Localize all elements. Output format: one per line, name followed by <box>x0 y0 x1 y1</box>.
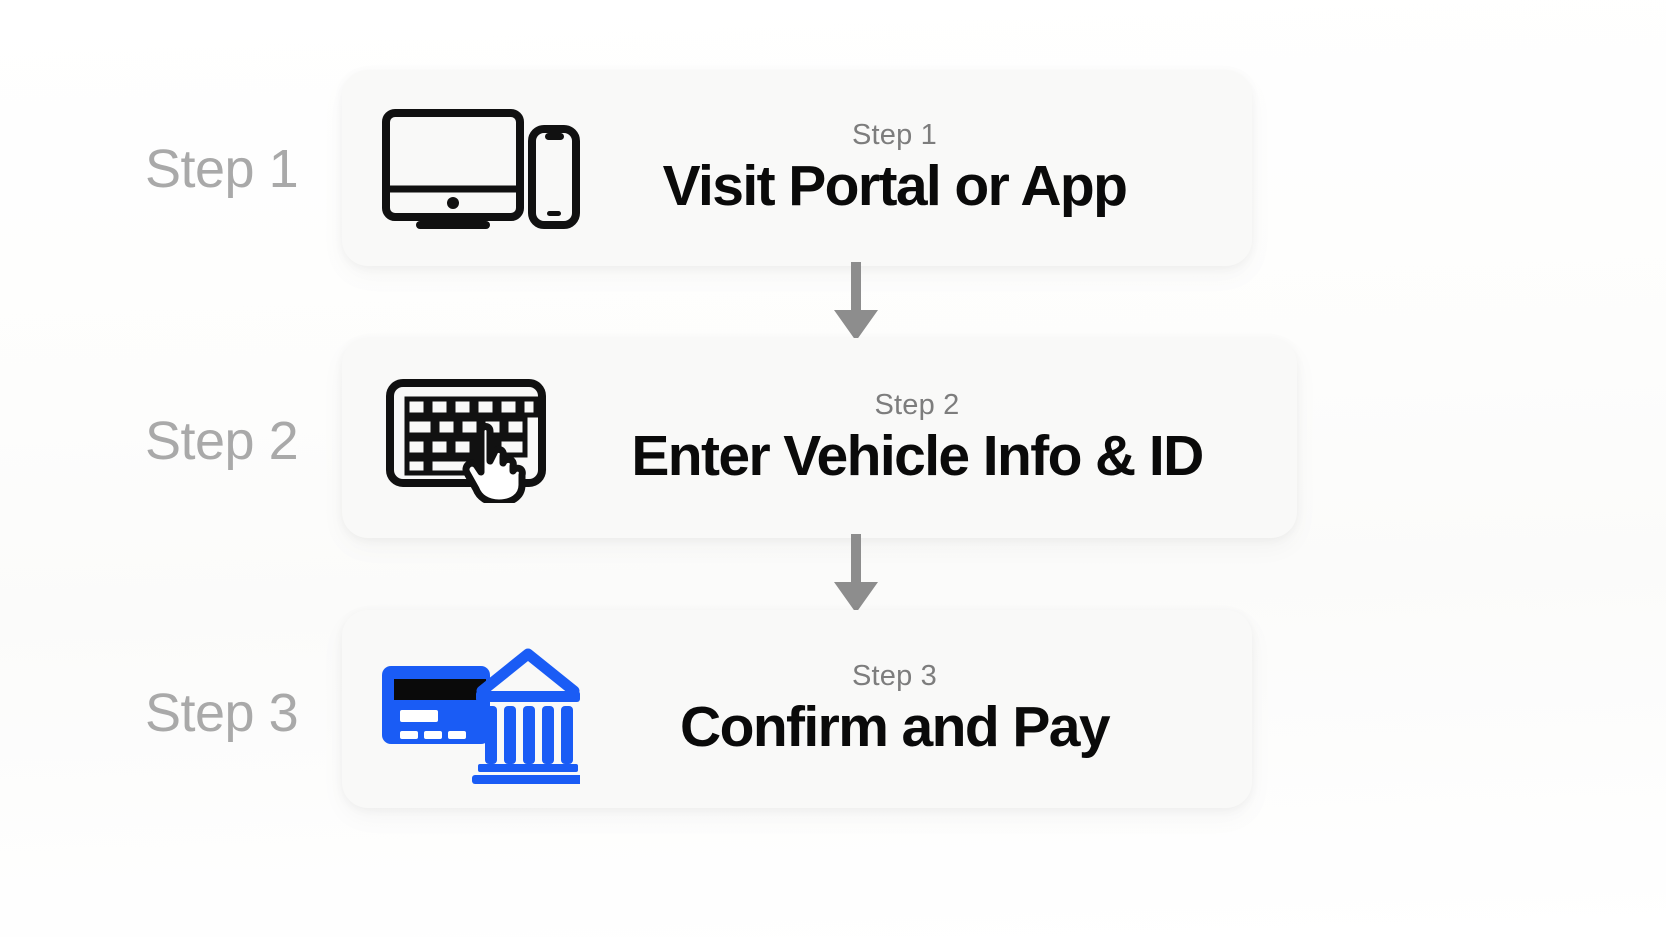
arrow-down-icon <box>830 534 882 614</box>
step-1-eyebrow: Step 1 <box>851 118 938 151</box>
connector-step-2-to-3 <box>830 534 882 614</box>
side-label-step-3: Step 3 <box>145 683 299 743</box>
side-label-step-2: Step 2 <box>145 411 299 471</box>
keyboard-typing-hand-icon <box>385 373 575 503</box>
step-1-title: Visit Portal or App <box>662 153 1128 218</box>
step-2-title: Enter Vehicle Info & ID <box>631 423 1204 488</box>
step-card-3[interactable]: Step 3 Confirm and Pay <box>342 610 1252 808</box>
connector-step-1-to-2 <box>830 262 882 342</box>
step-3-icon-wrap <box>342 610 580 808</box>
step-3-text: Step 3 Confirm and Pay <box>557 660 1252 759</box>
side-label-step-1: Step 1 <box>145 139 299 199</box>
step-1-text: Step 1 Visit Portal or App <box>557 119 1252 218</box>
step-2-eyebrow: Step 2 <box>874 388 960 421</box>
step-3-title: Confirm and Pay <box>680 694 1111 759</box>
step-1-icon-wrap <box>342 70 580 266</box>
step-2-icon-wrap <box>342 338 557 538</box>
arrow-down-icon <box>830 262 882 342</box>
desktop-and-mobile-icon <box>380 107 580 229</box>
step-card-2[interactable]: Step 2 Enter Vehicle Info & ID <box>342 338 1297 538</box>
step-card-1[interactable]: Step 1 Visit Portal or App <box>342 70 1252 266</box>
step-2-text: Step 2 Enter Vehicle Info & ID <box>557 389 1297 488</box>
step-3-eyebrow: Step 3 <box>851 659 938 692</box>
credit-card-and-bank-icon <box>380 634 580 784</box>
